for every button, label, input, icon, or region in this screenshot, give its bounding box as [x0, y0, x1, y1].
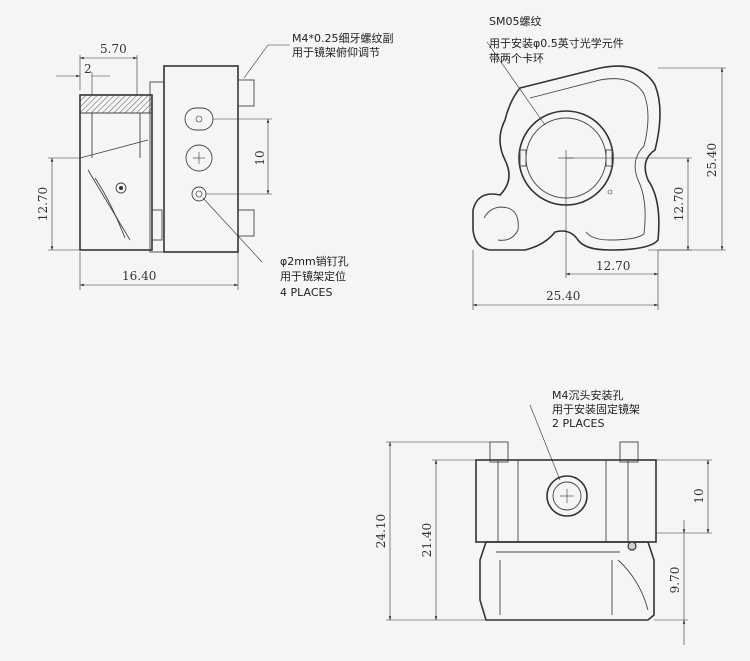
side-body-left: [79, 94, 153, 251]
dim-16-40: 16.40: [122, 269, 156, 283]
note-sm05-3: 带两个卡环: [489, 52, 544, 65]
note-thread-2: 用于镜架俯仰调节: [292, 45, 380, 59]
dim-24-10: 24.10: [374, 514, 388, 548]
side-screw-hole: [115, 182, 127, 194]
slot-hole: [184, 107, 214, 131]
bottom-upper-block: [475, 459, 657, 543]
note-m4-2: 用于安装固定镜架: [552, 402, 640, 416]
dim-21-40: 21.40: [420, 523, 434, 557]
note-sm05-2: 用于安装φ0.5英寸光学元件: [489, 36, 624, 50]
dim-10-bottom: 10: [692, 488, 706, 503]
dim-25-40-v: 25.40: [705, 143, 719, 177]
front-view: 25.40 12.70 12.70 25.40 SM05螺纹 用于安装φ0.5英…: [472, 14, 726, 310]
note-pin-2: 用于镜架定位: [280, 269, 346, 283]
adjust-screw-top: [237, 79, 255, 107]
bottom-lower-block: [479, 541, 655, 621]
dim-5-70: 5.70: [100, 42, 127, 56]
m4-countersink-hole: [546, 475, 588, 517]
note-sm05-1: SM05螺纹: [489, 14, 541, 28]
note-pin-1: φ2mm销钉孔: [280, 254, 349, 268]
center-hole: [185, 144, 213, 172]
thread-hatch: [79, 94, 153, 114]
dim-12-70-side: 12.70: [36, 187, 50, 221]
front-body-outline: [472, 65, 661, 251]
dim-12-70-v: 12.70: [672, 187, 686, 221]
dim-10-side: 10: [253, 150, 267, 165]
dim-9-70: 9.70: [668, 567, 682, 594]
side-body-right: [163, 65, 239, 253]
dim-25-40-h: 25.40: [546, 289, 580, 303]
note-m4-3: 2 PLACES: [552, 417, 604, 430]
adjust-screw-bottom: [237, 209, 255, 237]
bottom-screw-right: [619, 441, 639, 463]
dim-2: 2: [84, 62, 92, 76]
dim-12-70-h: 12.70: [596, 259, 630, 273]
side-view: 5.70 2 12.70 16.40 10 M4*0.25细牙螺纹副 用于镜架俯…: [36, 31, 393, 299]
bottom-screw-left: [489, 441, 509, 463]
bottom-view: 24.10 21.40 10 9.70 M4沉头安装孔 用于安装固定镜架 2 P…: [374, 388, 712, 645]
note-m4-1: M4沉头安装孔: [552, 388, 624, 402]
note-thread-1: M4*0.25细牙螺纹副: [292, 31, 393, 45]
note-pin-3: 4 PLACES: [280, 286, 332, 299]
